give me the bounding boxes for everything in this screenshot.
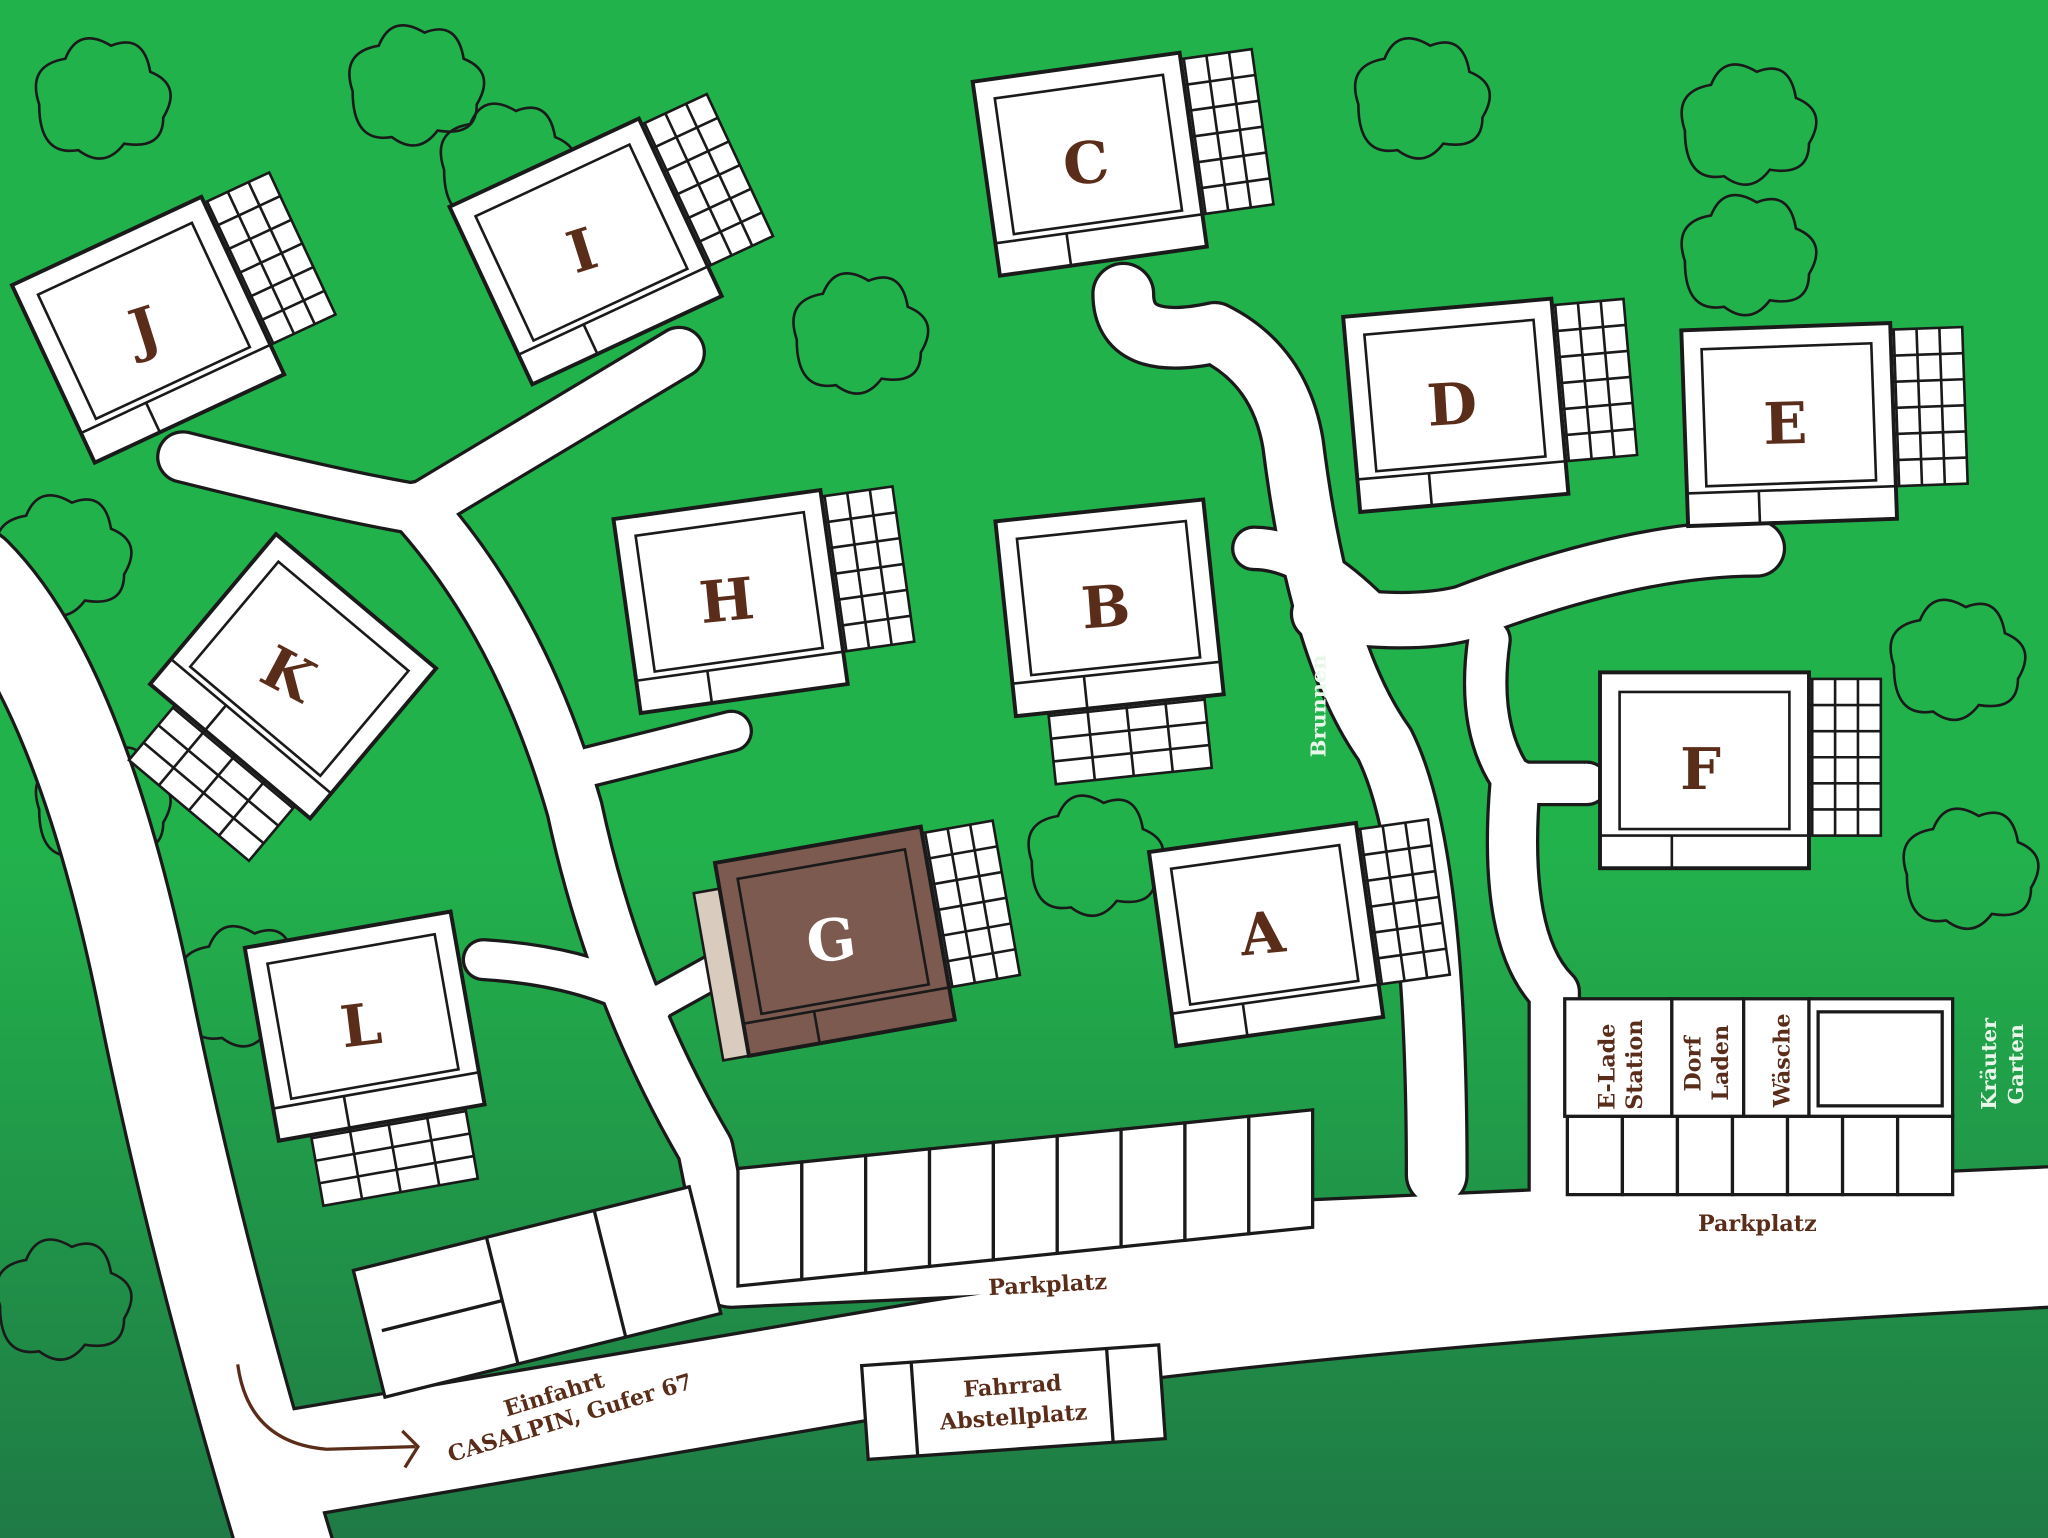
parking-space [1675,1114,1735,1197]
parking-lots [351,997,1955,1462]
building-i[interactable]: I [446,88,787,387]
label-kraeuter-line2: Garten [2003,1024,2028,1104]
tree-icon [1902,807,2040,931]
building-outline [1679,321,1900,529]
building-j[interactable]: J [9,167,349,466]
parking-space [1730,1114,1790,1197]
tree-icon [792,272,930,395]
building-label: A [1236,897,1289,969]
building-outline [446,115,725,387]
label-parkplatz-east: Parkplatz [1698,1211,1817,1237]
building-f[interactable]: F [1598,670,1883,871]
building-d[interactable]: D [1341,292,1640,515]
building-e[interactable]: E [1679,321,1970,529]
building-inner-wall [634,510,825,674]
road-segment [464,941,672,1024]
tree-icon [1889,598,2027,722]
fahrrad-abstellplatz [859,1343,1168,1462]
parking-space [864,1147,932,1275]
building-inner-wall [265,932,461,1101]
parking-row-east [1565,1114,1955,1197]
parking-space [927,1140,996,1269]
building-a[interactable]: A [1146,813,1454,1049]
building-label: E [1763,389,1808,458]
building-h[interactable]: H [611,480,918,716]
building-label: C [1060,127,1112,199]
label-dorf-line2: Laden [1708,1025,1734,1101]
building-outline [147,531,439,822]
parking-space [1840,1114,1900,1197]
building-inner-wall [36,221,252,421]
road-segment [556,712,750,789]
road-segment [0,537,331,1538]
building-inner-wall [1015,519,1202,677]
parking-space [736,1160,804,1288]
road-segment [637,957,728,1021]
parking-space [1055,1127,1123,1256]
label-e-lade-line1: E-Lade [1594,1024,1620,1110]
building-label: G [803,904,860,977]
label-kraeuter-line1: Kräuter [1976,1017,2001,1110]
building-outline [712,824,958,1059]
tree-icon [1680,63,1818,186]
building-outline [1146,820,1386,1049]
road-segment [1488,759,1578,1225]
building-outline [611,487,850,716]
building-inner-wall [188,559,411,778]
building-label: F [1680,735,1721,803]
parking-space [1620,1114,1680,1197]
label-dorf-line1: Dorf [1681,1035,1707,1092]
building-inner-wall [993,73,1184,236]
building-c[interactable]: C [970,43,1278,278]
building-k[interactable]: K [104,531,439,873]
waesche [1742,997,1811,1118]
parking-space [1785,1114,1845,1197]
building-l[interactable]: L [242,909,497,1212]
road-segment [248,1201,2048,1515]
building-label: H [696,564,757,637]
service-buildings [1563,997,1955,1118]
building-inner-wall [736,847,931,1016]
entrance-arrow-icon [236,1364,421,1469]
tree-icon [34,37,172,160]
tree-icon [1027,794,1165,917]
parking-space [1565,1114,1625,1197]
parking-space [1895,1114,1955,1197]
label-brunnen: Brunnen [1306,655,1331,758]
tree-icon [1353,37,1492,160]
garage-block [351,1184,723,1400]
building-inner-wall [1618,690,1791,831]
tree-icon [348,24,486,147]
parking-row-main [736,1107,1315,1288]
road-segment [391,483,758,1306]
label-parkplatz-main: Parkplatz [988,1269,1108,1301]
parking-space [800,1153,868,1282]
parking-space [1119,1121,1187,1249]
label-waesche: Wäsche [1769,1014,1795,1109]
building-outline [242,909,487,1143]
e-lade-station [1563,997,1674,1118]
parking-space [1247,1107,1315,1236]
parking-space [991,1134,1059,1262]
building-outline [970,50,1210,278]
building-inner-wall [473,142,690,343]
building-inner-wall [1169,843,1360,1006]
road-segment [1234,528,1392,634]
building-g[interactable]: G [689,814,1025,1062]
building-b[interactable]: B [993,497,1231,788]
building-label: L [337,989,385,1061]
building-inner-wall [1700,341,1878,488]
building-inner-wall [1362,318,1547,473]
building-label: B [1079,571,1132,642]
storage-block [1807,997,1955,1118]
label-e-lade-line2: Station [1622,1020,1648,1110]
building-label: D [1425,369,1479,440]
tree-icon [1680,193,1818,317]
parking-space [1183,1114,1251,1243]
building-outline [9,194,287,466]
buildings: A B C D E F G H IJK L [9,43,1970,1212]
tree-icon [0,1238,133,1361]
